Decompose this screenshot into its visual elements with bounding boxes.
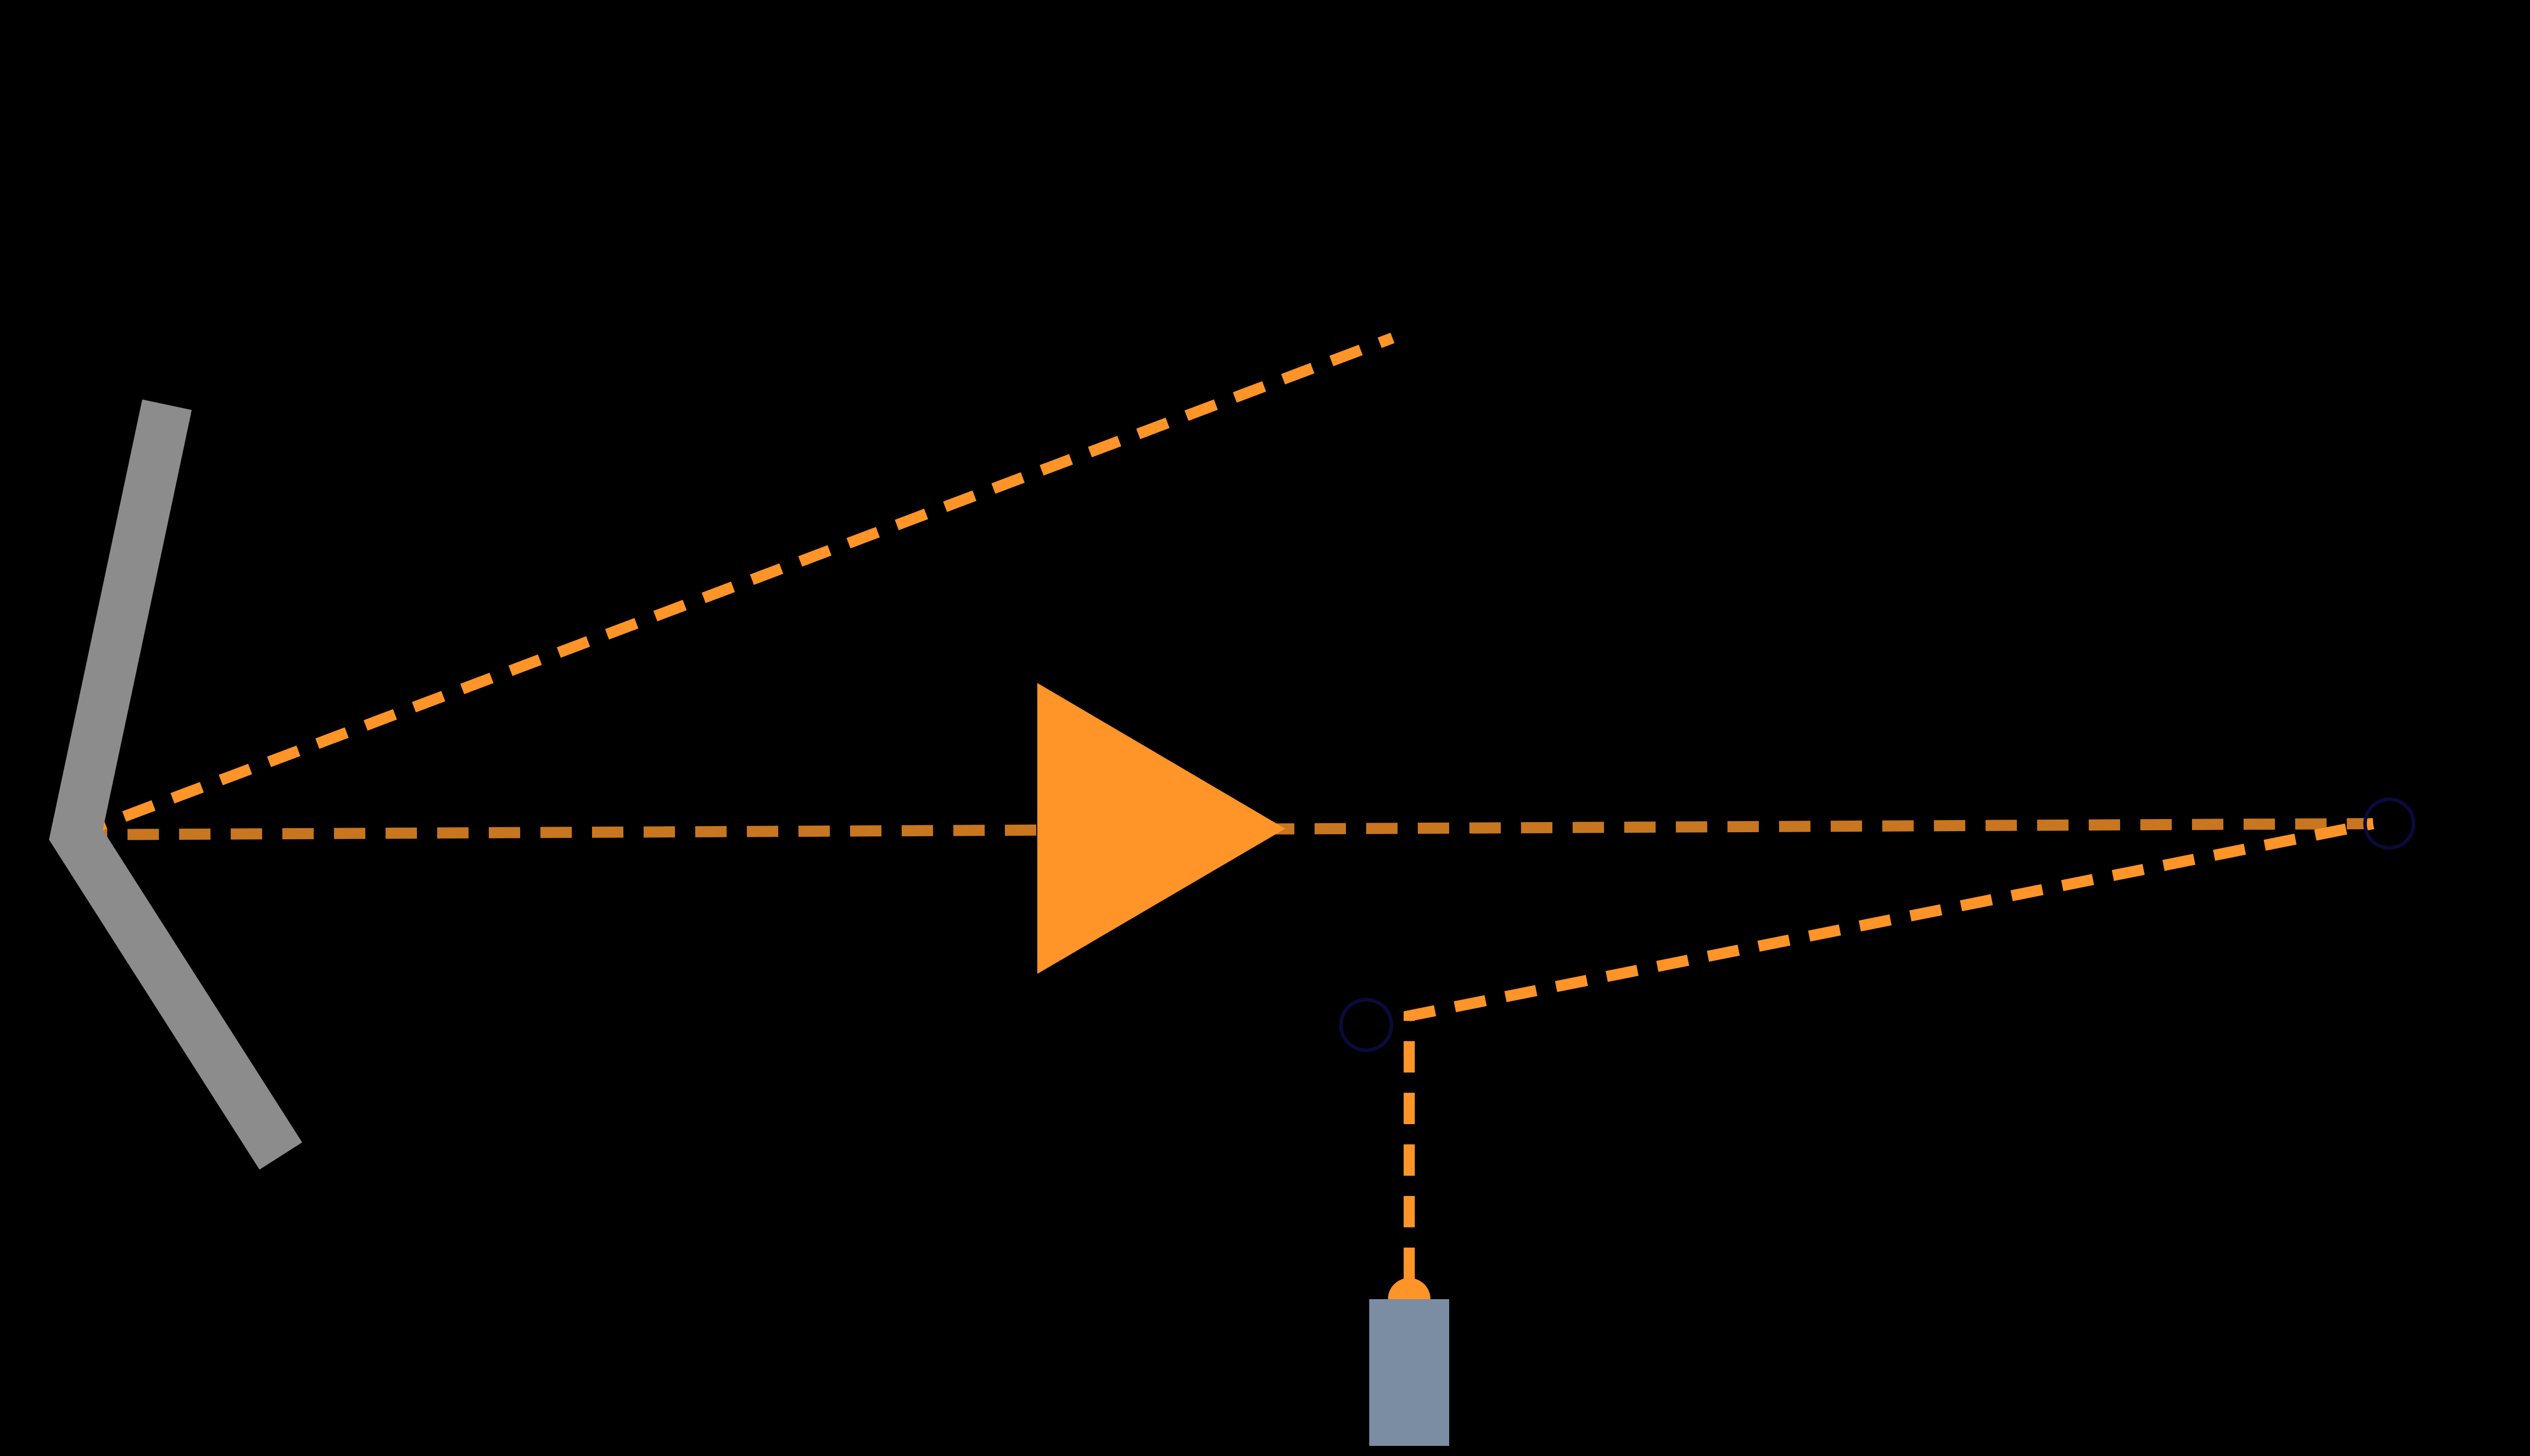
detector-body (1369, 1299, 1449, 1446)
upper-divergent-beam (74, 332, 1395, 840)
detector-dome (1388, 1278, 1430, 1299)
photodetector (1369, 1278, 1449, 1446)
nodes-layer (1339, 797, 2416, 1052)
beam-convergence-node (2363, 797, 2416, 850)
beam-junction-node (1339, 998, 1394, 1052)
detector-return-beam (1404, 818, 2375, 1279)
v-mirror (49, 399, 303, 1170)
triangular-lens (1037, 683, 1285, 974)
